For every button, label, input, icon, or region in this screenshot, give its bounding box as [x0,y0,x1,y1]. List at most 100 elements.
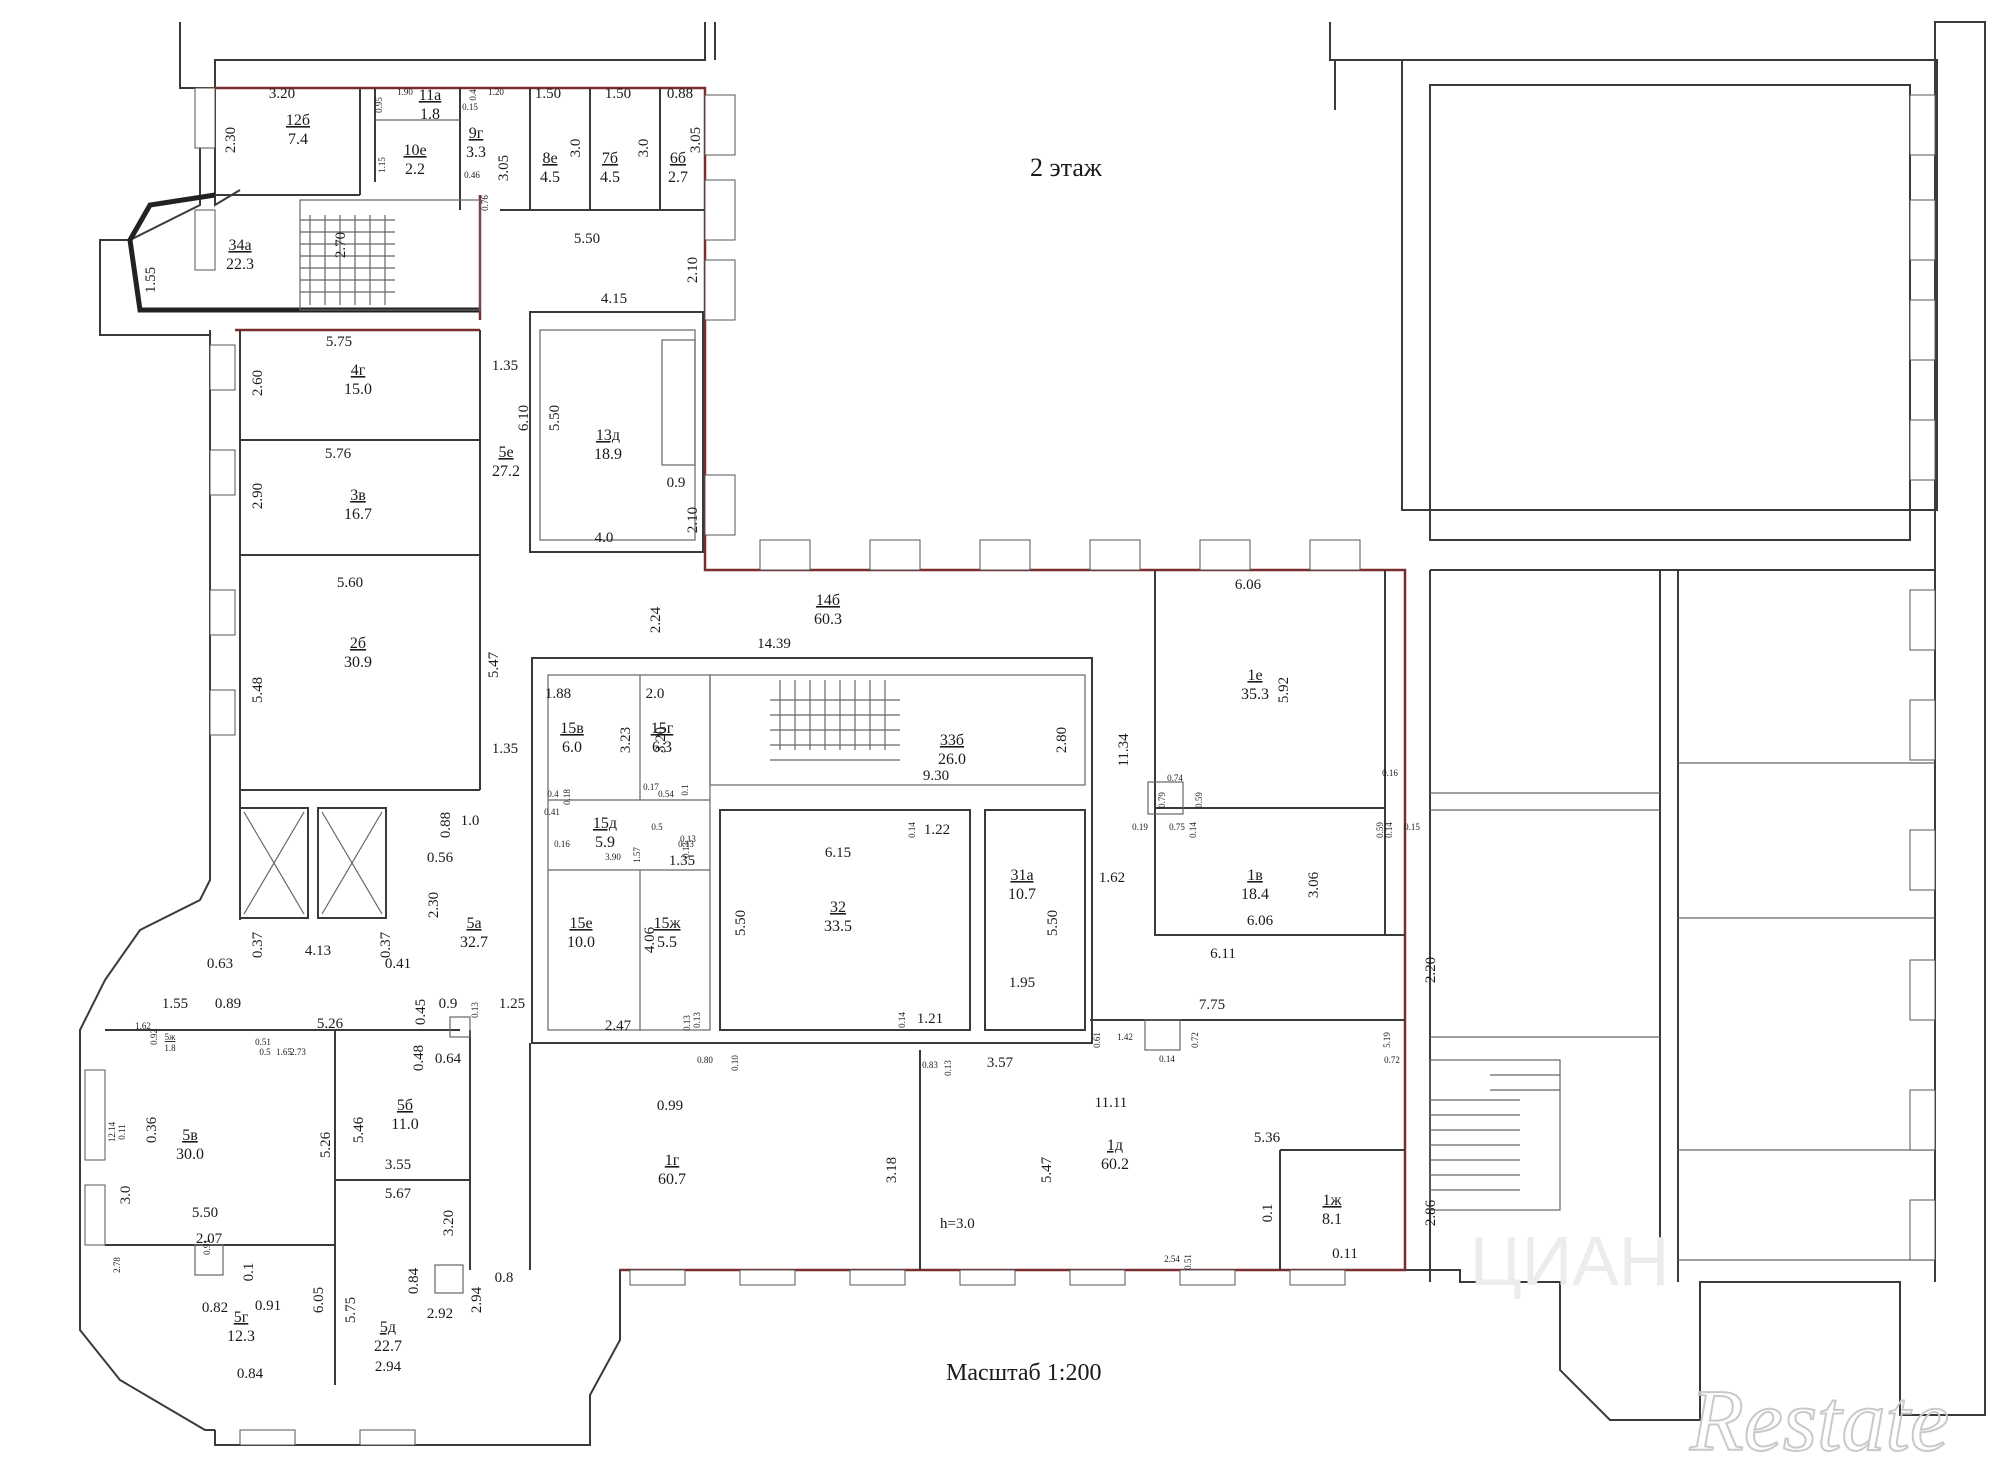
dimension-label: 6.06 [1247,913,1274,929]
dimension-label: 0.13 [943,1060,953,1076]
dimension-label: 0.10 [730,1055,740,1071]
dimension-label: 9.30 [923,768,949,784]
dimension-label: 0.64 [435,1051,462,1067]
room-area: 7.4 [288,131,308,148]
dimension-label: 7.75 [1199,997,1225,1013]
dimension-label: 2.92 [427,1306,453,1322]
dimension-label: 0.56 [427,850,454,866]
dimension-label: 0.84 [406,1267,422,1294]
room-number: 9г [469,125,484,142]
dimension-label: 0.79 [1157,792,1167,808]
dimension-label: 0.11 [1332,1246,1358,1262]
dimension-label: 0.48 [411,1045,427,1071]
dimension-label: 2.60 [250,370,266,396]
room-area: 1.8 [420,106,440,123]
unit-boundary [127,86,1407,1272]
dimension-label: 5.36 [1254,1130,1281,1146]
dimension-label: 0.37 [378,931,394,958]
room-area: 6.3 [652,739,672,756]
dimension-label: 0.59 [1194,792,1204,808]
dimension-label: 1.21 [917,1011,943,1027]
dimension-label: 4.13 [305,943,331,959]
dimension-label: 0.95 [374,97,384,113]
dimension-label: 4.06 [642,926,658,953]
room-area: 32.7 [460,934,488,951]
floor-label: 2 этаж [1030,153,1103,182]
dimension-label: 6.15 [825,845,851,861]
dimension-label: 0.1 [241,1263,257,1282]
dimension-label: 5.67 [385,1186,412,1202]
room-number: 1ж [1322,1192,1342,1209]
room-number: 7б [602,150,618,167]
dimension-label: 5.92 [1276,677,1292,703]
dimension-label: 5.19 [1382,1032,1392,1048]
dimension-label: 1.50 [535,86,561,102]
room-area: 18.4 [1241,886,1269,903]
room-number: 34а [228,237,251,254]
dimension-label: 0.92 [149,1029,159,1045]
room-area: 27.2 [492,463,520,480]
dimension-label: 1.15 [377,157,387,173]
room-area: 35.3 [1241,686,1269,703]
room-number: 32 [830,899,846,916]
dimension-label: 0.82 [202,1300,228,1316]
dimension-label: 0.74 [1167,773,1183,783]
room-area: 2.7 [668,169,688,186]
dimension-label: 3.06 [1306,871,1322,898]
dimension-label: 1.65 [276,1047,292,1057]
dimension-label: 0.51 [255,1037,271,1047]
dimension-label: 0.13 [470,1002,480,1018]
dimension-label: 0.61 [1092,1032,1102,1048]
dimension-label: 0.4 [468,89,478,101]
dimension-label: 2.80 [1054,727,1070,753]
ceiling-height-note: h=3.0 [940,1216,975,1232]
dimension-label: 2.30 [426,892,442,918]
dimension-label: 3.05 [496,155,512,181]
room-number: 15г [651,720,674,737]
dimension-label: 0.19 [1132,822,1148,832]
dimension-label: 0.5 [259,1047,271,1057]
dimension-label: 0.88 [438,812,454,838]
dimension-label: 1.57 [632,847,642,863]
room-number: 10е [403,142,426,159]
dimension-label: 2.47 [605,1018,632,1034]
dimension-label: 2.54 [1164,1254,1180,1264]
dimension-label: 0.89 [215,996,241,1012]
dimension-label: 0.11 [117,1124,127,1139]
room-area: 12.3 [227,1328,255,1345]
dimension-label: 5.50 [192,1205,218,1221]
dimension-label: 0.59 [1375,822,1385,838]
room-number: 31а [1010,867,1033,884]
dimension-label: 3.20 [441,1210,457,1236]
dimension-label: 0.54 [658,789,674,799]
dimension-label: 0.41 [385,956,411,972]
dimension-label: 2.73 [290,1047,306,1057]
room-area: 3.3 [466,144,486,161]
room-number: 15ж [653,915,681,932]
dimension-label: 5.60 [337,575,363,591]
room-area: 4.5 [540,169,560,186]
dimension-label: 1.22 [924,822,950,838]
dimension-label: 0.51 [1183,1254,1193,1270]
restate-logo: Restate [1689,1373,1949,1461]
room-area: 22.7 [374,1338,402,1355]
dimension-label: 1.20 [488,87,504,97]
room-area: 5.9 [595,834,615,851]
dimension-label: 5.75 [326,334,352,350]
dimension-label: 3.05 [688,127,704,153]
dimension-label: 0.88 [667,86,693,102]
dimension-label: 0.14 [897,1012,907,1028]
dimension-label: 1.35 [492,358,518,374]
dimension-label: 0.15 [462,102,478,112]
room-area: 33.5 [824,918,852,935]
dimension-label: 0.72 [1190,1032,1200,1048]
dimension-label: 2.0 [646,686,665,702]
dimension-label: 12.14 [107,1121,117,1142]
dimension-label: 5.47 [1039,1156,1055,1183]
room-number: 5б [397,1097,413,1114]
dimension-label: 6.11 [1210,946,1236,962]
room-number: 33б [940,732,964,749]
room-number: 13д [596,427,620,444]
dimension-label: 5.76 [325,446,352,462]
